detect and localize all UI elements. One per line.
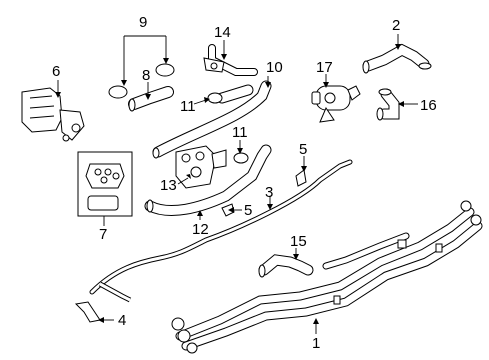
part-3-long-pipe — [89, 159, 353, 303]
part-1-main-coolant-pipe — [171, 200, 483, 354]
callout-4: 4 — [118, 312, 126, 329]
callout-1: 1 — [312, 335, 320, 352]
callout-13: 13 — [160, 177, 177, 194]
callout-12: 12 — [192, 221, 209, 238]
callout-17: 17 — [316, 59, 333, 76]
part-6-coolant-flange — [21, 87, 85, 142]
callout-7: 7 — [99, 226, 107, 243]
callout-8: 8 — [142, 67, 150, 84]
part-13-valve-block — [175, 145, 227, 189]
callout-labels: 9 14 2 6 8 10 17 11 16 11 5 13 3 5 12 7 … — [52, 14, 437, 352]
callout-14: 14 — [214, 24, 231, 41]
callout-10: 10 — [266, 59, 283, 76]
callout-3: 3 — [265, 184, 273, 201]
callout-5-middle: 5 — [244, 202, 252, 219]
part-11-clamps — [207, 92, 249, 164]
part-17-auxiliary-pump — [311, 85, 361, 123]
callout-15: 15 — [290, 233, 307, 250]
callout-6: 6 — [52, 63, 60, 80]
callout-2: 2 — [392, 17, 400, 34]
part-7-gasket-kit — [77, 151, 133, 217]
part-12-hose — [144, 144, 272, 217]
part-8-hose — [128, 86, 174, 112]
part-4-clip — [74, 301, 101, 323]
part-16-elbow-hose — [376, 88, 400, 121]
callout-16: 16 — [420, 97, 437, 114]
callout-11-lower: 11 — [232, 124, 248, 141]
part-10-long-hose — [152, 80, 272, 159]
part-9-hose-clamps — [108, 35, 175, 99]
leader-lines — [55, 34, 418, 334]
callout-9: 9 — [139, 14, 147, 31]
callout-5-right: 5 — [299, 141, 307, 158]
part-2-hose — [362, 43, 432, 74]
callout-11-upper: 11 — [180, 98, 196, 115]
part-14-pipe-bracket — [203, 44, 258, 76]
part-15-hose — [258, 254, 314, 278]
